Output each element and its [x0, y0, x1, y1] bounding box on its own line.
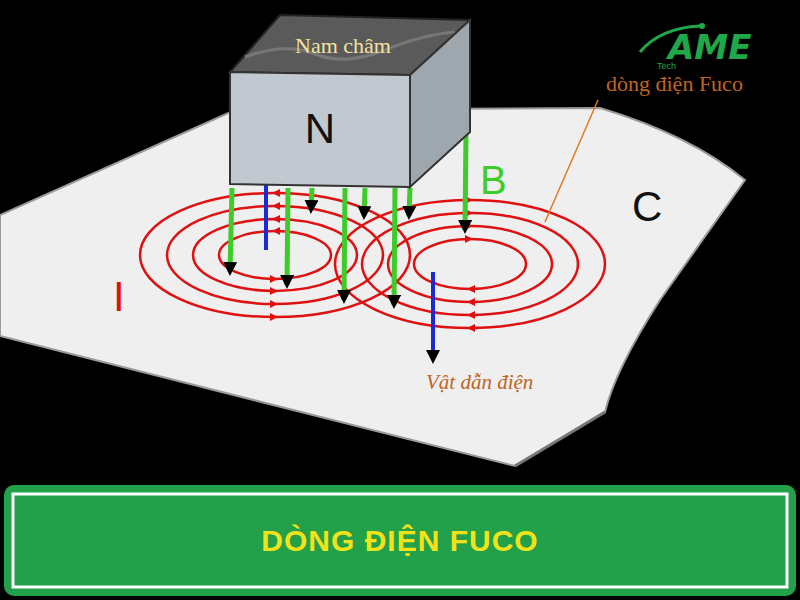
- conductor-symbol: C: [632, 186, 662, 228]
- pole-letter: N: [305, 108, 335, 150]
- eddy-loops-left: [140, 193, 410, 317]
- banner-title: DÒNG ĐIỆN FUCO: [261, 526, 538, 556]
- callout-label: dòng điện Fuco: [604, 72, 745, 96]
- sheet-edge: [515, 412, 605, 466]
- title-banner: DÒNG ĐIỆN FUCO: [3, 484, 797, 597]
- logo-dot: [699, 23, 705, 29]
- eddy-loops-right: [335, 200, 605, 328]
- logo-subtext: Tech: [657, 62, 676, 71]
- magnet-label: Nam châm: [295, 35, 391, 57]
- current-symbol: I: [113, 276, 125, 318]
- conductor-label: Vật dẫn điện: [426, 372, 533, 393]
- induced-field: [266, 163, 433, 360]
- leader-line: [545, 100, 598, 222]
- magnet-block: Nam châmN: [225, 12, 475, 192]
- field-symbol: B: [480, 160, 507, 200]
- logo-text: AME: [668, 30, 751, 64]
